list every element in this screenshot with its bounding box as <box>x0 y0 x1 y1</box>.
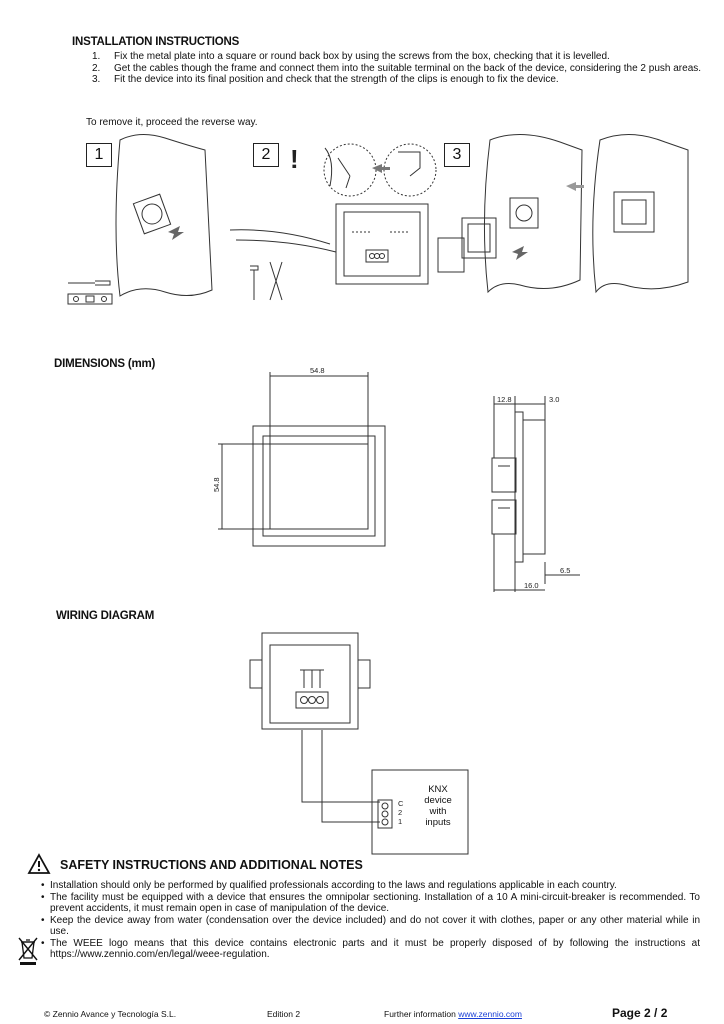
screwdriver-small-icon <box>250 265 259 300</box>
pliers-icon <box>269 261 283 301</box>
safety-notes: •Installation should only be performed b… <box>40 880 700 961</box>
terminal-block <box>365 249 389 263</box>
step-text: Fit the device into its final position a… <box>114 74 559 85</box>
front-height-label: 54.8 <box>212 477 221 492</box>
front-outer-frame <box>252 425 386 547</box>
list-item: •The WEEE logo means that this device co… <box>41 937 700 961</box>
side-dim-3-0: 3.0 <box>549 395 559 404</box>
remove-note: To remove it, proceed the reverse way. <box>86 117 258 128</box>
list-item: •The facility must be equipped with a de… <box>41 891 700 915</box>
safety-heading: SAFETY INSTRUCTIONS AND ADDITIONAL NOTES <box>60 858 363 872</box>
weee-bin-icon <box>18 937 38 965</box>
figure-label-3: 3 <box>444 143 470 167</box>
figure-label-2: 2 <box>253 143 279 167</box>
side-dim-6-5: 6.5 <box>560 566 570 575</box>
cable-lines <box>229 229 337 253</box>
installation-steps: 1.Fix the metal plate into a square or r… <box>72 51 712 86</box>
list-item: 1.Fix the metal plate into a square or r… <box>92 51 610 62</box>
zennio-link[interactable]: www.zennio.com <box>458 1009 522 1019</box>
warning-triangle-icon <box>27 853 51 874</box>
page-number: Page 2 / 2 <box>612 1006 668 1020</box>
front-width-label: 54.8 <box>310 366 325 375</box>
back-box <box>132 193 172 235</box>
spirit-level-icon <box>67 293 113 305</box>
metal-plate-ring <box>141 203 163 225</box>
footer-company: © Zennio Avance y Tecnología S.L. <box>44 1009 177 1019</box>
screwdriver-icon <box>68 280 111 286</box>
list-item: 2.Get the cables though the frame and co… <box>92 62 702 74</box>
list-item: •Keep the device away from water (conden… <box>41 914 700 938</box>
wire-1 <box>301 730 380 803</box>
step-text: Get the cables though the frame and conn… <box>114 62 702 74</box>
wiring-terminal-block <box>295 691 329 709</box>
arrow-right-icon <box>566 182 584 191</box>
footer-further-info: Further information www.zennio.com <box>384 1009 522 1019</box>
warning-icon: ! <box>290 144 299 174</box>
wiring-frame <box>261 632 359 730</box>
wiring-heading: WIRING DIAGRAM <box>56 610 155 622</box>
list-item: •Installation should only be performed b… <box>41 880 617 891</box>
step-text: Fix the metal plate into a square or rou… <box>114 51 610 62</box>
figure-label-1: 1 <box>86 143 112 167</box>
side-dim-16-0: 16.0 <box>524 581 539 590</box>
installed-device <box>613 191 655 233</box>
wiring-drawing: C 2 1 <box>249 632 469 855</box>
dimensions-drawing: 54.8 54.8 12.8 3.0 6.5 16.0 <box>212 366 580 592</box>
wall-outline <box>115 134 213 297</box>
frame-outline <box>335 203 429 285</box>
knx-device-label: KNX device with inputs <box>424 784 452 828</box>
installation-heading: INSTALLATION INSTRUCTIONS <box>72 36 240 48</box>
side-dim-12-8: 12.8 <box>497 395 512 404</box>
installation-illustration: ! <box>67 133 689 305</box>
terminal-label-2: 2 <box>398 808 402 817</box>
terminal-label-1: 1 <box>398 817 402 826</box>
knx-device-box <box>371 769 469 855</box>
dimensions-heading: DIMENSIONS (mm) <box>54 358 156 370</box>
list-item: 3.Fit the device into its final position… <box>92 74 559 85</box>
footer-edition: Edition 2 <box>267 1009 301 1019</box>
wire-2 <box>321 730 380 823</box>
terminal-label-c: C <box>398 799 404 808</box>
arrow-icon <box>168 226 184 240</box>
front-push-area <box>269 443 369 530</box>
